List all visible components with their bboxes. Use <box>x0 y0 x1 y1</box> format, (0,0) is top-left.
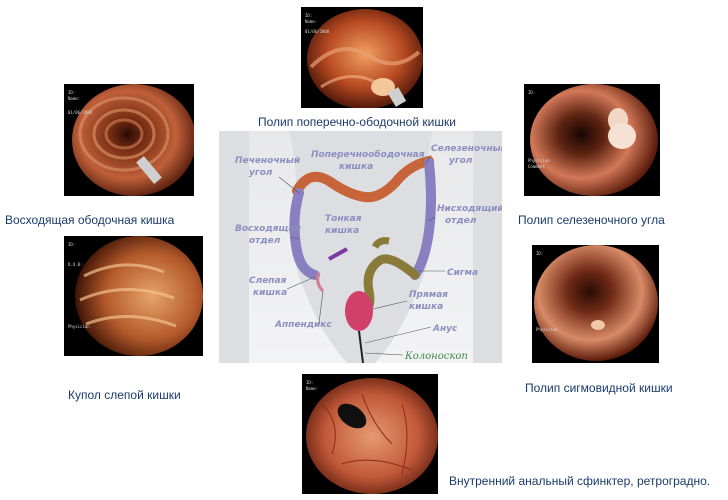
svg-text:Name:: Name: <box>306 386 318 391</box>
svg-text:ID:: ID: <box>68 90 75 95</box>
label-anus: Анус <box>432 324 458 334</box>
svg-text:Physician: Physician <box>68 324 90 329</box>
svg-text:ID:: ID: <box>68 242 75 247</box>
label-sigma: Сигма <box>447 268 478 278</box>
caption-sigmoid-polyp: Полип сигмовидной кишки <box>525 381 673 395</box>
svg-text:Physician: Physician <box>528 158 550 163</box>
label-transverse-colon-1: Поперечноободочная <box>311 149 425 160</box>
svg-text:ID:: ID: <box>536 251 543 256</box>
descending-colon-shape <box>410 158 436 280</box>
label-transverse-colon-2: кишка <box>339 162 373 172</box>
label-splenic-flexure-2: угол <box>449 156 473 166</box>
svg-text:D.O.B:: D.O.B: <box>68 262 82 267</box>
label-hepatic-flexure-1: Печеночный <box>235 156 301 166</box>
transverse-colon-shape <box>292 156 434 203</box>
svg-text:Name:: Name: <box>305 19 317 24</box>
endoscopy-photo-transverse-polyp: ID: Name: 01/06/2008 <box>301 7 423 108</box>
label-cecum-2: кишка <box>253 288 287 298</box>
label-rectum-2: кишка <box>409 302 443 312</box>
colon-anatomy-diagram: Печеночный угол Поперечноободочная кишка… <box>219 131 502 363</box>
svg-text:ID:: ID: <box>306 380 313 385</box>
label-colonoscope: Колоноскоп <box>404 351 468 362</box>
caption-ascending-colon: Восходящая ободочная кишка <box>5 213 175 227</box>
label-descending-1: Нисходящий <box>437 204 502 214</box>
label-hepatic-flexure-2: угол <box>249 168 273 178</box>
rectum-shape <box>345 291 373 331</box>
label-ascending-2: отдел <box>249 236 281 246</box>
svg-text:01/06/2008: 01/06/2008 <box>305 29 330 34</box>
svg-text:ID:: ID: <box>528 90 535 95</box>
endoscopy-photo-ascending-colon: ID: Name: 01/06/2008 <box>64 84 194 196</box>
caption-anal-sphincter: Внутренний анальный сфинктер, ретроградн… <box>449 474 711 488</box>
label-cecum-1: Слепая <box>249 276 287 286</box>
appendix-shape <box>316 272 325 293</box>
svg-text:Comment: Comment <box>528 164 545 169</box>
svg-text:Physician: Physician <box>536 327 558 332</box>
label-descending-2: отдел <box>445 216 477 226</box>
endoscopy-photo-splenic-polyp: ID: Physician Comment <box>524 84 660 196</box>
label-ascending-1: Восходящий <box>235 224 302 234</box>
torso-silhouette <box>249 131 473 363</box>
label-small-intestine-1: Тонкая <box>325 214 362 224</box>
svg-text:01/06/2008: 01/06/2008 <box>68 110 93 115</box>
label-splenic-flexure-1: Селезеночный <box>431 144 502 154</box>
endoscopy-photo-anal-sphincter: ID: Name: <box>302 374 438 494</box>
label-small-intestine-2: кишка <box>325 226 359 236</box>
label-rectum-1: Прямая <box>409 290 448 300</box>
label-appendix: Аппендикс <box>274 320 332 330</box>
svg-text:ID:: ID: <box>305 13 312 18</box>
caption-transverse-polyp: Полип поперечно-ободочной кишки <box>258 115 456 129</box>
caption-cecum-dome: Купол слепой кишки <box>68 388 181 402</box>
caption-splenic-polyp: Полип селезеночного угла <box>518 213 665 227</box>
svg-text:Name:: Name: <box>68 96 80 101</box>
endoscopy-photo-cecum-dome: ID: D.O.B: Physician <box>64 236 203 356</box>
ascending-colon-shape <box>289 188 320 280</box>
endoscopy-photo-sigmoid-polyp: ID: Physician <box>532 245 659 363</box>
